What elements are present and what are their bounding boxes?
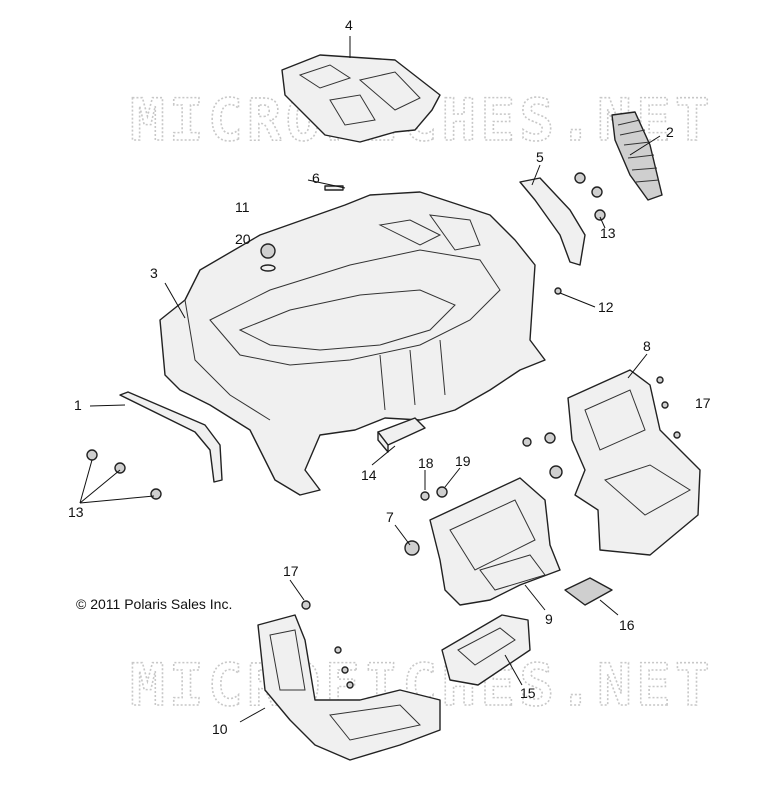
fasteners <box>86 172 681 689</box>
callout-2: 2 <box>666 124 674 140</box>
callout-18: 18 <box>418 455 434 471</box>
part-15-plate <box>441 614 531 686</box>
callout-10: 10 <box>212 721 228 737</box>
callout-7: 7 <box>386 509 394 525</box>
callout-6: 6 <box>312 170 320 186</box>
callout-9: 9 <box>545 611 553 627</box>
callout-numbers: 4 2 5 6 11 20 13 3 12 8 17 1 14 18 19 13… <box>68 17 711 737</box>
part-4-cover-panel <box>281 54 441 143</box>
callout-11: 11 <box>235 199 250 215</box>
callout-20: 20 <box>235 231 251 247</box>
part-2-grille <box>611 111 663 201</box>
part-3-cargo-box <box>159 191 546 496</box>
part-10-bottom-panel <box>257 614 441 761</box>
copyright-notice: © 2011 Polaris Sales Inc. <box>76 596 233 612</box>
part-8-storage-box <box>567 369 701 556</box>
callout-4: 4 <box>345 17 353 33</box>
part-14-block <box>377 417 426 453</box>
part-5-side-trim <box>519 177 586 266</box>
callout-16: 16 <box>619 617 635 633</box>
leader-lines <box>79 36 661 723</box>
callout-5: 5 <box>536 149 544 165</box>
callout-13-right: 13 <box>600 225 616 241</box>
part-16-pad <box>564 577 613 606</box>
part-9-tray <box>429 477 561 606</box>
callout-8: 8 <box>643 338 651 354</box>
callout-12: 12 <box>598 299 614 315</box>
callout-13-left: 13 <box>68 504 84 520</box>
callout-3: 3 <box>150 265 158 281</box>
part-1-side-trim <box>119 391 223 483</box>
callout-17-bottom: 17 <box>283 563 299 579</box>
callout-1: 1 <box>74 397 82 413</box>
callout-15: 15 <box>520 685 536 701</box>
callout-19: 19 <box>455 453 471 469</box>
callout-17-right: 17 <box>695 395 711 411</box>
callout-14: 14 <box>361 467 377 483</box>
